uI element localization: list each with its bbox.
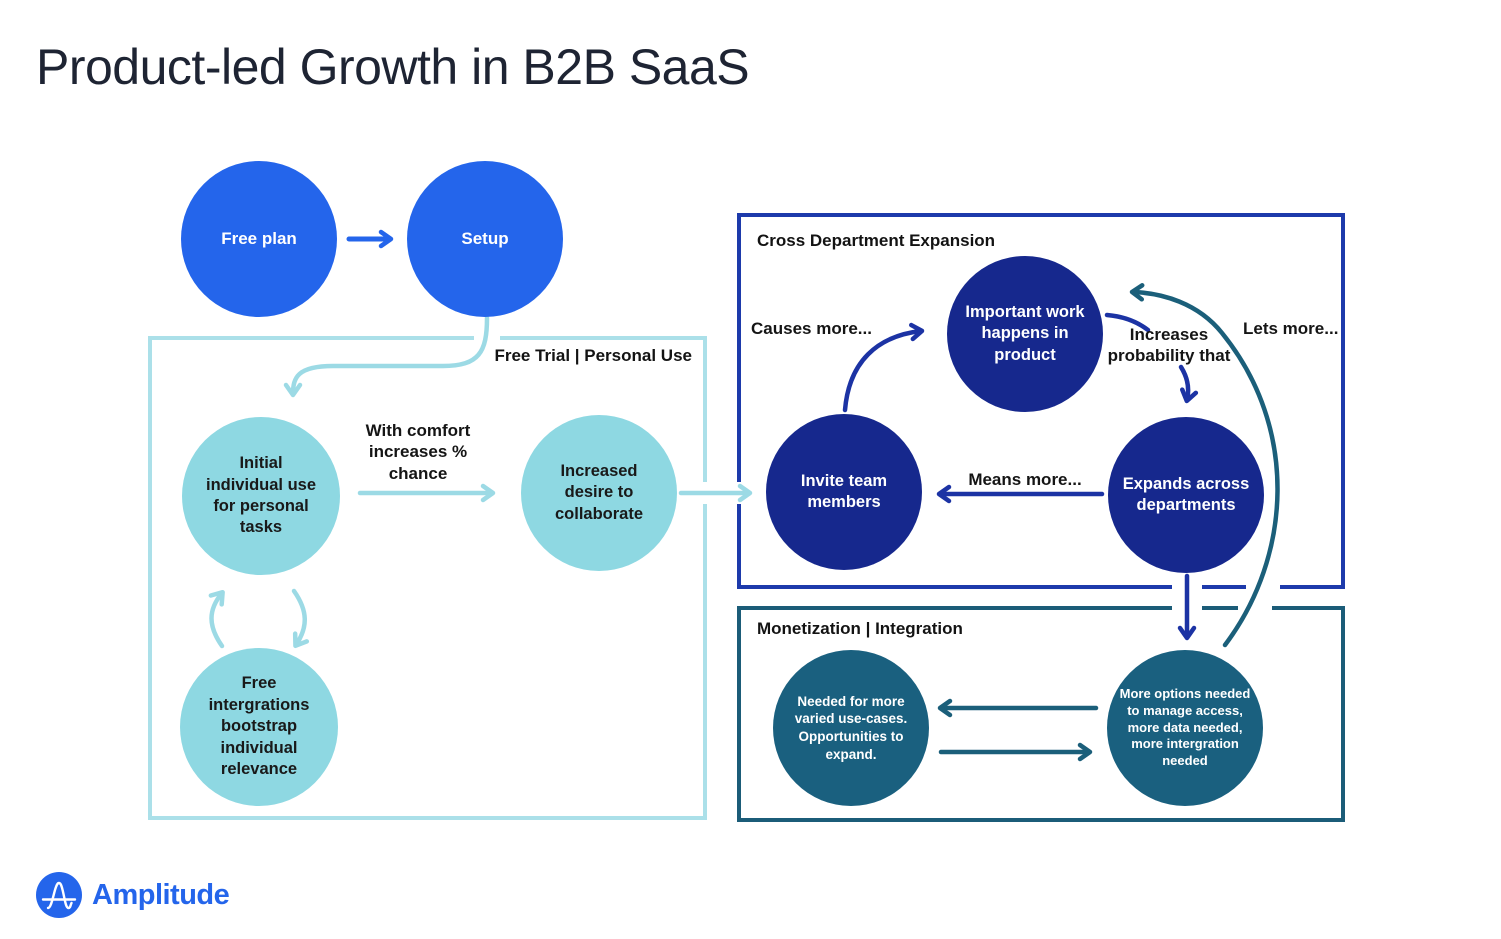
free-trial-section-label: Free Trial | Personal Use xyxy=(494,346,692,365)
node-increased-desire-label: Increased desire to collaborate xyxy=(554,461,644,523)
cross-department-section-box xyxy=(737,213,1345,589)
node-initial-use-label: Initial individual use for personal task… xyxy=(205,454,317,537)
node-invite-team-label: Invite team members xyxy=(800,471,888,511)
node-needed-for-more: Needed for more varied use-cases. Opport… xyxy=(773,650,929,806)
monetization-section-label: Monetization | Integration xyxy=(757,619,963,638)
node-free-integrations-label: Free intergrations bootstrap individual … xyxy=(208,674,310,779)
annotation-lets-more: Lets more... xyxy=(1243,319,1339,338)
node-needed-more-label: Needed for more varied use-cases. Opport… xyxy=(794,693,908,762)
node-important-work: Important work happens in product xyxy=(947,256,1103,412)
monetization-section-box xyxy=(737,606,1345,822)
node-more-options-label: More options needed to manage access, mo… xyxy=(1119,685,1251,769)
annotation-means-more: Means more... xyxy=(968,470,1082,489)
node-invite-team: Invite team members xyxy=(766,414,922,570)
node-free-integrations: Free intergrations bootstrap individual … xyxy=(180,648,338,806)
annotation-causes-more: Causes more... xyxy=(751,319,872,338)
annotation-increases-probability: Increases probability that xyxy=(1107,325,1231,366)
node-free-plan-label: Free plan xyxy=(221,228,297,248)
node-important-work-label: Important work happens in product xyxy=(965,302,1085,364)
node-setup: Setup xyxy=(407,161,563,317)
page-title: Product-led Growth in B2B SaaS xyxy=(36,39,750,95)
node-initial-individual-use: Initial individual use for personal task… xyxy=(182,417,340,575)
amplitude-logo-icon xyxy=(36,872,82,918)
node-expands-across: Expands across departments xyxy=(1108,417,1264,573)
node-increased-desire: Increased desire to collaborate xyxy=(521,415,677,571)
cross-department-section-label: Cross Department Expansion xyxy=(757,231,996,250)
annotation-with-comfort: With comfort increases % chance xyxy=(365,421,471,483)
node-setup-label: Setup xyxy=(461,228,509,248)
amplitude-wordmark: Amplitude xyxy=(92,878,230,911)
node-expands-across-label: Expands across departments xyxy=(1122,474,1250,514)
node-free-plan: Free plan xyxy=(181,161,337,317)
node-more-options: More options needed to manage access, mo… xyxy=(1107,650,1263,806)
amplitude-logo: Amplitude xyxy=(36,872,230,918)
